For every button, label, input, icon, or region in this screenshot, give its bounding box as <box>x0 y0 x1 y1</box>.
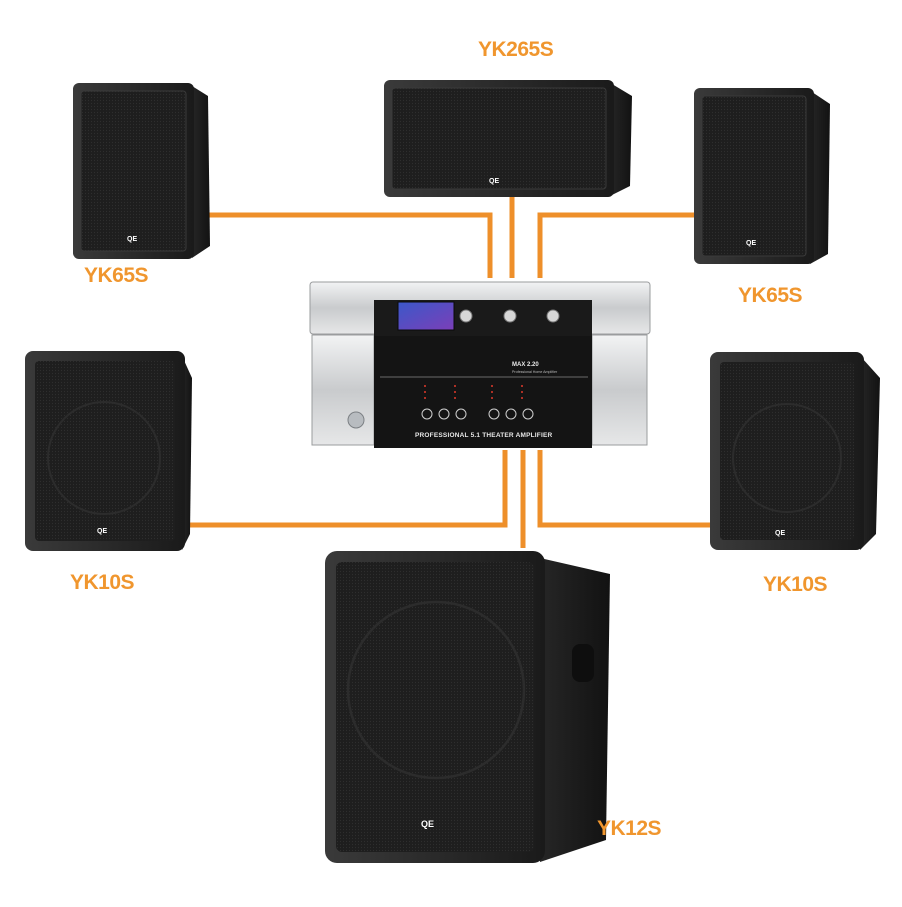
brand-logo-center: QE <box>489 178 500 185</box>
label-rear-left-speaker: YK10S <box>70 571 135 594</box>
brand-logo-front-right: QE <box>746 240 757 247</box>
amplifier-unit <box>309 281 651 448</box>
brand-logo-rear-left: QE <box>97 528 108 535</box>
speaker-center <box>384 80 632 197</box>
label-rear-right-speaker: YK10S <box>763 573 828 596</box>
brand-logo-subwoofer: QE <box>421 819 435 829</box>
speaker-rear-right <box>710 352 880 550</box>
amplifier-leds <box>424 385 523 399</box>
label-front-right-speaker: YK65S <box>738 284 803 307</box>
subwoofer-cabinet <box>325 551 610 863</box>
label-front-left-speaker: YK65S <box>84 264 149 287</box>
brand-logo-rear-right: QE <box>775 530 786 537</box>
amplifier-model: MAX 2.20 <box>512 362 539 368</box>
amplifier-subtitle: Professional Home Amplifier <box>512 370 558 374</box>
speaker-front-left <box>73 83 210 259</box>
brand-logo-front-left: QE <box>127 236 138 243</box>
amplifier-knobs <box>459 309 560 323</box>
cable-front-left <box>208 212 493 278</box>
amplifier-caption: PROFESSIONAL 5.1 THEATER AMPLIFIER <box>415 432 553 439</box>
label-center-speaker: YK265S <box>478 38 554 61</box>
amplifier-level-controls <box>421 408 534 420</box>
cable-rear-left <box>188 450 508 528</box>
label-subwoofer: YK12S <box>597 817 662 840</box>
cable-front-right <box>537 212 694 278</box>
speaker-front-right <box>694 88 830 264</box>
speaker-rear-left <box>25 351 192 551</box>
speaker-cables <box>188 192 711 548</box>
cable-rear-right <box>537 450 711 528</box>
